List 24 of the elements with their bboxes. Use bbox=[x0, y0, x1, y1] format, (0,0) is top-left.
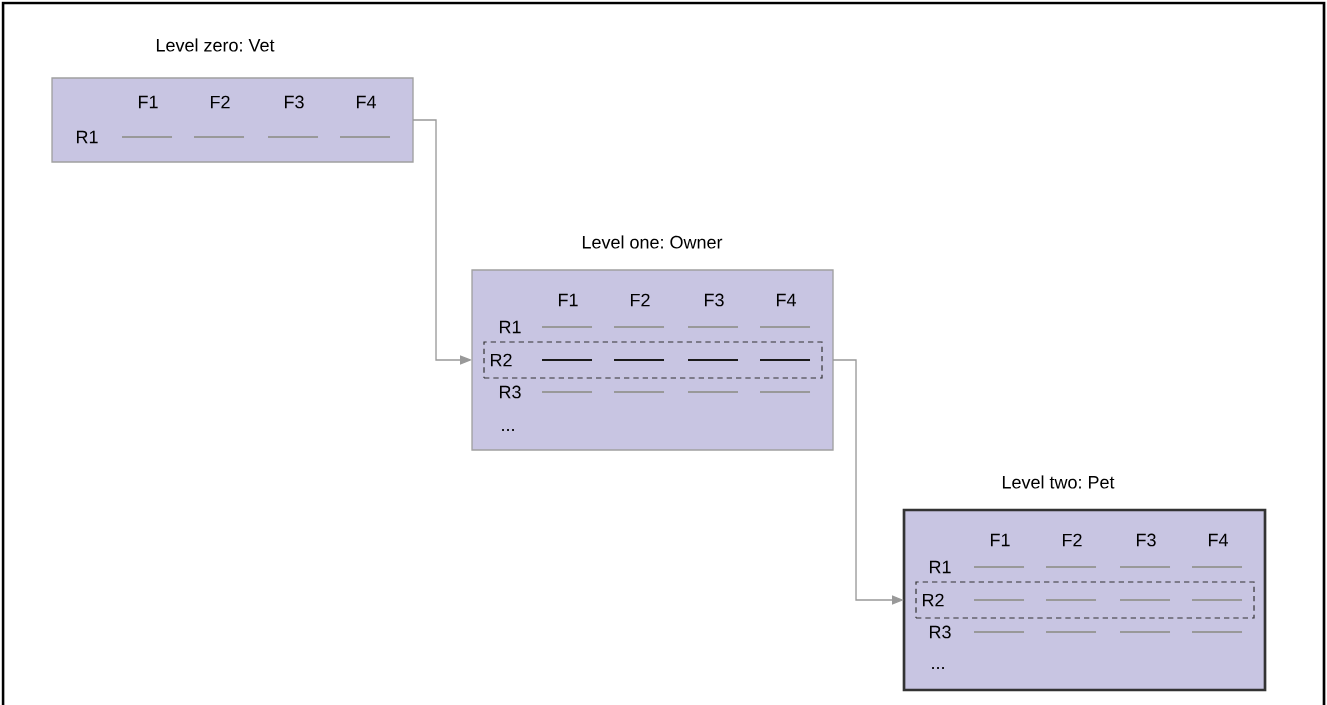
row-label: R3 bbox=[930, 625, 951, 639]
table-title: Level zero: Vet bbox=[156, 38, 275, 52]
row-label: R1 bbox=[500, 320, 521, 334]
column-label: F3 bbox=[1137, 533, 1156, 547]
row-label: R2 bbox=[923, 593, 944, 607]
column-label: F3 bbox=[705, 293, 724, 307]
row-label: R3 bbox=[500, 385, 521, 399]
column-label: F1 bbox=[991, 533, 1010, 547]
column-label: F4 bbox=[357, 95, 376, 109]
column-label: F3 bbox=[285, 95, 304, 109]
column-label: F2 bbox=[211, 95, 230, 109]
column-label: F1 bbox=[139, 95, 158, 109]
row-label: R1 bbox=[77, 130, 98, 144]
column-label: F1 bbox=[559, 293, 578, 307]
row-label: R1 bbox=[930, 560, 951, 574]
ellipsis: ... bbox=[502, 429, 514, 431]
column-label: F4 bbox=[1209, 533, 1228, 547]
table-title: Level two: Pet bbox=[1002, 475, 1115, 489]
column-label: F4 bbox=[777, 293, 796, 307]
table-title: Level one: Owner bbox=[582, 235, 723, 249]
ellipsis: ... bbox=[932, 667, 944, 669]
column-label: F2 bbox=[631, 293, 650, 307]
row-label: R2 bbox=[491, 353, 512, 367]
column-label: F2 bbox=[1063, 533, 1082, 547]
